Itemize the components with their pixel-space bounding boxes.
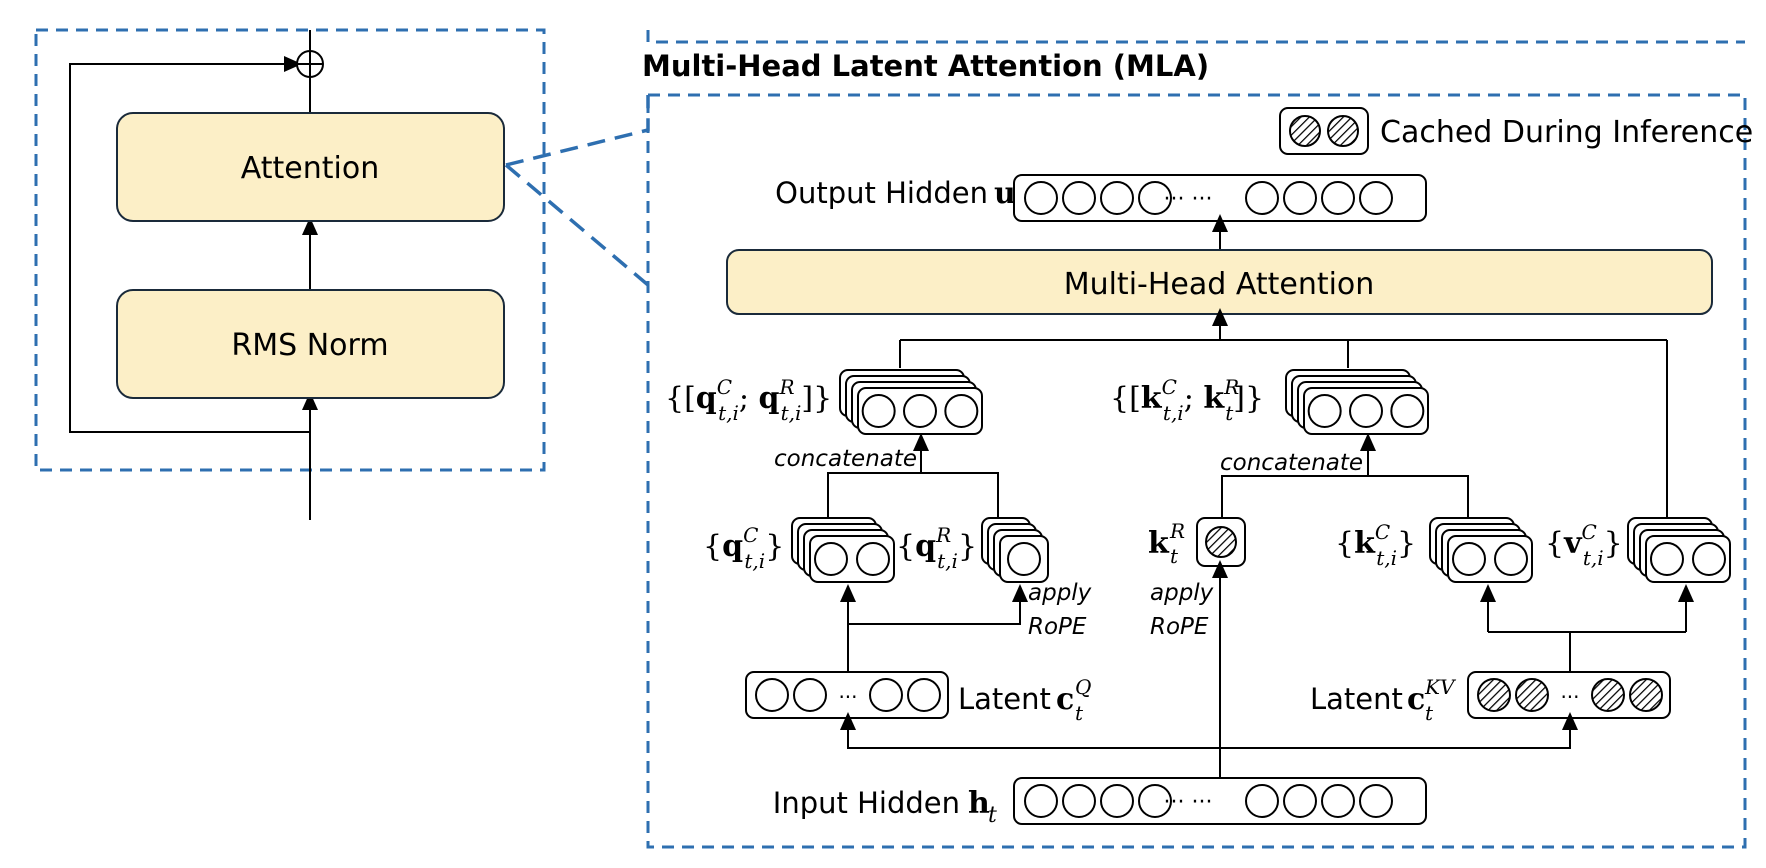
svg-text:c: c: [1407, 682, 1425, 717]
svg-text:···: ···: [1560, 685, 1579, 709]
vector-cell: [1283, 181, 1317, 215]
vector-cell: [1245, 784, 1279, 818]
rmsnorm-label: RMS Norm: [231, 328, 388, 363]
head-cell: [856, 542, 890, 576]
svg-text:k: k: [1148, 526, 1170, 561]
head-cell: [1307, 394, 1342, 428]
k-r-cell: k R t: [1148, 517, 1246, 568]
svg-text:t: t: [1170, 544, 1179, 568]
attention-label: Attention: [241, 151, 379, 186]
head-cell: [1349, 394, 1383, 428]
svg-text:t: t: [1425, 701, 1434, 725]
svg-text:apply: apply: [1028, 580, 1092, 606]
svg-text:Latent: Latent: [1310, 682, 1403, 716]
cached-cell-icon: [1205, 526, 1237, 558]
svg-text:{kCt,i}: {kCt,i}: [1335, 520, 1416, 570]
output-hidden: Output Hidden u t ··· ···: [775, 174, 1427, 222]
zoom-connectors: [504, 95, 650, 287]
vector-cell: [1100, 784, 1134, 818]
head-cell: [1494, 542, 1528, 576]
head-cell: [903, 394, 937, 428]
legend-cached: Cached During Inference: [1279, 107, 1753, 155]
q-concatenate-label: concatenate: [774, 446, 917, 472]
latent-cq: ··· Latent c Q t: [745, 671, 1091, 725]
head-cell: [944, 394, 979, 428]
svg-text:u: u: [994, 176, 1016, 211]
head-cell: [1650, 542, 1684, 576]
cached-cell-icon: [1629, 678, 1663, 712]
svg-text:R: R: [1169, 519, 1185, 543]
output-label: Output Hidden: [775, 176, 988, 210]
mla-frame: Multi-Head Latent Attention (MLA): [642, 30, 1747, 849]
cached-cell-icon: [1327, 115, 1359, 147]
svg-text:KV: KV: [1424, 675, 1457, 699]
head-cell: [1390, 394, 1425, 428]
vector-cell: [1062, 181, 1096, 215]
svg-text:{vCt,i}: {vCt,i}: [1545, 520, 1623, 570]
head-cell: [1007, 542, 1041, 576]
svg-text:{qRt,i}: {qRt,i}: [896, 523, 977, 573]
svg-text:apply: apply: [1150, 580, 1214, 606]
svg-text:RoPE: RoPE: [1150, 614, 1209, 640]
cached-cell-icon: [1591, 678, 1625, 712]
svg-text:t: t: [1075, 701, 1084, 725]
mla-title: Multi-Head Latent Attention (MLA): [642, 49, 1209, 83]
vector-cell: [1359, 181, 1393, 215]
svg-text:t: t: [988, 803, 997, 828]
svg-text:···: ···: [838, 685, 857, 709]
svg-text:Q: Q: [1075, 675, 1091, 699]
svg-text:{qCt,i}: {qCt,i}: [703, 523, 784, 573]
head-cell: [814, 542, 848, 576]
cached-cell-icon: [1515, 678, 1549, 712]
mha-label: Multi-Head Attention: [1064, 267, 1375, 302]
vector-cell: [1062, 784, 1096, 818]
svg-text:··· ···: ··· ···: [1164, 790, 1213, 815]
vector-cell: [1100, 181, 1134, 215]
rmsnorm-box: [116, 289, 505, 399]
vector-cell: [1024, 181, 1058, 215]
svg-text:h: h: [968, 786, 990, 821]
vector-cell: [1138, 784, 1172, 818]
latent-ckv: Latent c KV t ···: [1310, 671, 1671, 725]
input-label: Input Hidden: [773, 786, 960, 820]
svg-text:Latent: Latent: [958, 682, 1051, 716]
attention-box: [116, 112, 505, 222]
legend-label: Cached During Inference: [1380, 115, 1753, 150]
svg-text:{[kCt,i; kRt]}: {[kCt,i; kRt]}: [1110, 375, 1264, 425]
vector-cell: [1245, 181, 1279, 215]
head-cell: [1452, 542, 1486, 576]
svg-text:c: c: [1056, 682, 1074, 717]
svg-text:RoPE: RoPE: [1028, 614, 1087, 640]
head-cell: [1692, 542, 1726, 576]
cached-cell-icon: [1289, 115, 1321, 147]
cached-cell-icon: [1477, 678, 1511, 712]
head-cell: [861, 394, 896, 428]
vector-cell: [1359, 784, 1393, 818]
vector-cell: [1321, 784, 1355, 818]
svg-text:concatenate: concatenate: [1220, 450, 1363, 476]
svg-text:··· ···: ··· ···: [1164, 187, 1213, 212]
vector-cell: [1138, 181, 1172, 215]
input-hidden: Input Hidden h t ··· ···: [773, 777, 1427, 828]
vector-cell: [1024, 784, 1058, 818]
vector-cell: [1283, 784, 1317, 818]
mha-box: Multi-Head Attention: [726, 249, 1713, 315]
vector-cell: [1321, 181, 1355, 215]
left-transformer-block: Attention RMS Norm: [34, 28, 546, 520]
